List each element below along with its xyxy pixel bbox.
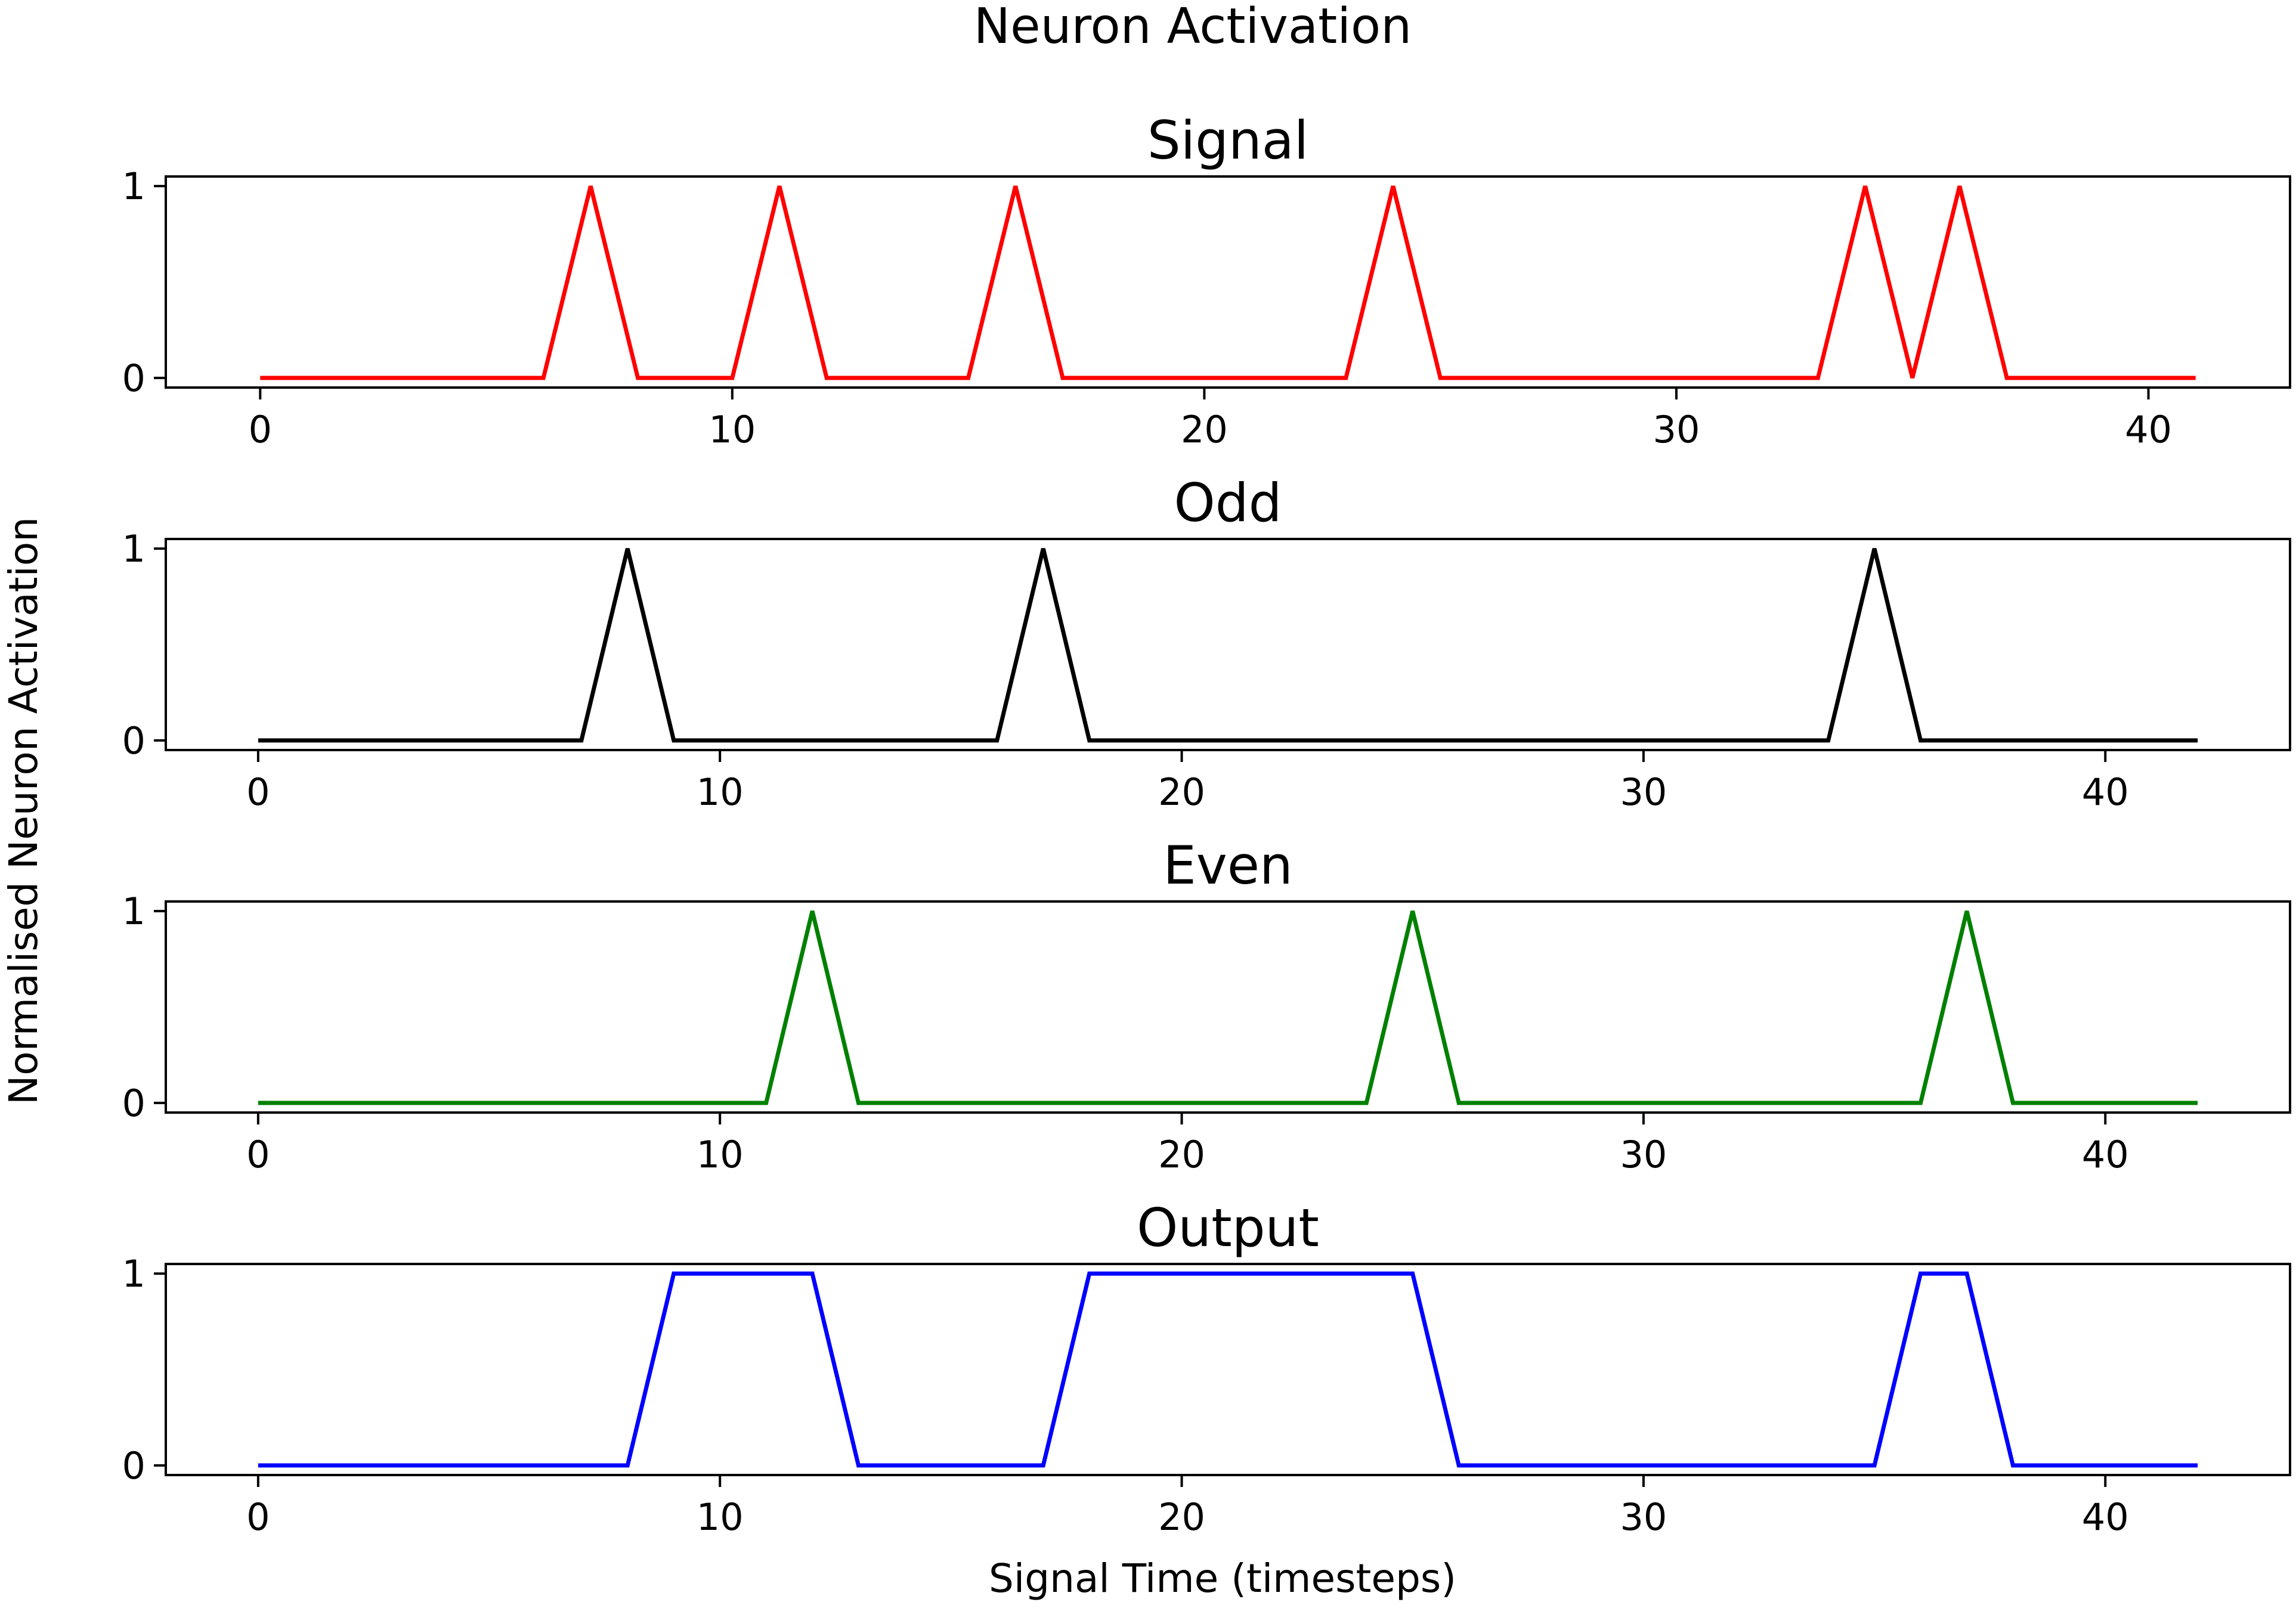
x-tick-label: 10	[697, 1133, 744, 1176]
series-line-signal	[260, 185, 2196, 380]
x-tick-label: 20	[1158, 770, 1205, 814]
y-tick-label: 1	[122, 165, 146, 208]
axes-frame	[165, 175, 2291, 389]
y-tick-label: 0	[122, 1082, 146, 1125]
x-tick-label: 30	[1620, 770, 1667, 814]
x-tick-label: 20	[1181, 408, 1228, 451]
x-axis-label: Signal Time (timesteps)	[989, 1556, 1456, 1601]
y-tick-label: 1	[122, 1252, 146, 1296]
y-tick-label: 0	[122, 1444, 146, 1488]
x-tick-label: 40	[2082, 770, 2129, 814]
x-tick-label: 40	[2125, 408, 2172, 451]
x-tick-label: 40	[2082, 1495, 2129, 1539]
subplot-even: Even 0 10 20 30 40 0 1	[122, 835, 2291, 1176]
series-line-odd	[258, 548, 2198, 743]
axes-frame	[165, 900, 2291, 1114]
x-tick-label: 30	[1653, 408, 1700, 451]
x-tick-label: 20	[1158, 1133, 1205, 1176]
subplot-title: Output	[1137, 1197, 1319, 1259]
x-tick-label: 10	[708, 408, 756, 451]
subplot-output: Output 0 10 20 30 40 0 1	[122, 1197, 2291, 1539]
x-tick-label: 10	[697, 1495, 744, 1539]
y-tick-label: 0	[122, 719, 146, 763]
y-tick-label: 1	[122, 890, 146, 933]
axes-frame	[165, 538, 2291, 751]
subplot-title: Even	[1163, 835, 1293, 896]
x-tick-label: 0	[246, 1495, 270, 1539]
x-tick-label: 0	[249, 408, 272, 451]
x-tick-label: 40	[2082, 1133, 2129, 1176]
x-tick-label: 0	[246, 1133, 270, 1176]
y-axis-label: Normalised Neuron Activation	[1, 517, 47, 1105]
x-tick-label: 30	[1620, 1495, 1667, 1539]
subplot-odd: Odd 0 10 20 30 40 0 1	[122, 472, 2291, 814]
y-tick-label: 0	[122, 357, 146, 400]
x-tick-label: 20	[1158, 1495, 1205, 1539]
subplot-title: Odd	[1174, 472, 1282, 534]
series-line-even	[258, 910, 2198, 1105]
x-tick-label: 0	[246, 770, 270, 814]
subplot-title: Signal	[1147, 110, 1308, 171]
y-tick-label: 1	[122, 527, 146, 571]
x-tick-label: 10	[697, 770, 744, 814]
subplot-signal: Signal 0 10 20 30 40 0 1	[122, 110, 2291, 451]
axes-frame	[165, 1263, 2291, 1476]
figure-title: Neuron Activation	[974, 0, 1412, 55]
series-line-output	[258, 1271, 2198, 1468]
x-tick-label: 30	[1620, 1133, 1667, 1176]
